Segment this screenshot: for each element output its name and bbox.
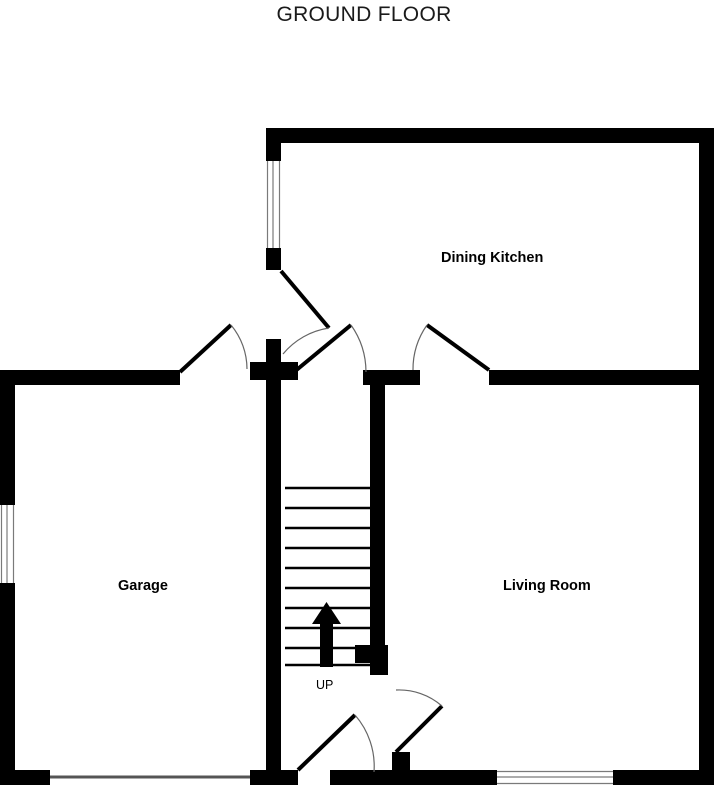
wall-right-outer — [699, 128, 714, 785]
walls — [0, 128, 714, 785]
room-label-living-room: Living Room — [503, 578, 591, 594]
stair-direction-label: UP — [316, 678, 334, 692]
wall-hall-left-cross — [250, 362, 298, 380]
wall-garage-left-lower — [0, 583, 15, 785]
wall-garage-top — [14, 370, 180, 385]
wall-hall-right — [370, 370, 385, 660]
wall-hall-left — [266, 339, 281, 777]
front-door — [394, 689, 444, 754]
kitchen-hall-door — [279, 269, 331, 355]
windows — [0, 161, 613, 785]
living-room-window — [497, 770, 613, 785]
living-room-hall-door — [412, 323, 491, 372]
stair-up-arrow-icon — [312, 602, 341, 667]
wall-hall-step-vertical — [370, 645, 388, 675]
hall-kitchen-inner-door — [286, 323, 367, 379]
staircase — [285, 486, 370, 667]
garage-left-window — [0, 505, 15, 583]
kitchen-left-window — [266, 161, 281, 248]
wall-kitchen-left-lower — [266, 248, 281, 270]
room-label-garage: Garage — [118, 578, 168, 594]
wall-kitchen-left-upper — [266, 128, 281, 161]
wall-garage-bottom-left-stub — [0, 770, 50, 785]
wall-bottom-living-right — [613, 770, 714, 785]
doors — [178, 269, 491, 773]
wall-garage-left-upper — [0, 370, 15, 505]
garage-hall-top-door — [178, 323, 248, 374]
wall-front-door-jamb — [392, 752, 410, 772]
wall-kitchen-living-divider — [489, 370, 714, 385]
wall-bottom-living-left — [330, 770, 497, 785]
room-label-dining-kitchen: Dining Kitchen — [441, 250, 544, 266]
wall-bottom-hall-junction — [250, 770, 298, 785]
wall-kitchen-top — [266, 128, 714, 143]
page-title: GROUND FLOOR — [276, 3, 452, 26]
garage-hall-door — [296, 713, 375, 773]
